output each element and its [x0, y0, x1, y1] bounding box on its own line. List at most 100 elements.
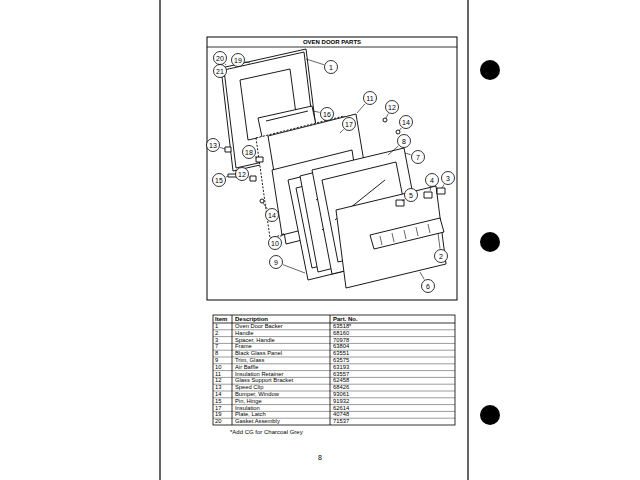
- callout-number: 6: [420, 282, 436, 291]
- callout-number: 14: [398, 118, 414, 127]
- speed-clip: [225, 147, 231, 152]
- table-cell: Trim, Glass: [235, 357, 264, 364]
- table-cell: 1: [215, 323, 218, 330]
- table-cell: Pin, Hinge: [235, 398, 262, 405]
- table-cell: Insulation: [235, 405, 260, 412]
- punch-hole: [480, 232, 500, 252]
- table-cell: 62458: [333, 377, 349, 384]
- diagram-title: OVEN DOOR PARTS: [207, 38, 457, 46]
- leader-line: [255, 157, 257, 159]
- table-cell: 40748: [333, 411, 349, 418]
- table-footnote: *Add CG for Charcoal Grey: [230, 428, 303, 436]
- table-cell: 17: [215, 405, 221, 412]
- handle-grip: [416, 227, 418, 236]
- parts-table: [213, 315, 455, 425]
- handle-spacer: [396, 200, 404, 206]
- leader-line: [263, 203, 268, 209]
- callout-number: 2: [433, 252, 449, 261]
- callout-number: 5: [403, 191, 419, 200]
- table-cell: Speed Clip: [235, 384, 263, 391]
- leader-line: [399, 128, 401, 131]
- leader-line: [405, 153, 411, 155]
- callout-number: 7: [410, 153, 426, 162]
- door-front-panel: [336, 186, 446, 288]
- table-cell: Air Baffle: [235, 364, 258, 371]
- table-column-rule: [330, 315, 331, 425]
- leader-line: [245, 62, 250, 63]
- leader-line: [420, 272, 424, 280]
- callout-number: 10: [267, 239, 283, 248]
- leader-line: [313, 111, 320, 112]
- handle-grip: [392, 233, 394, 242]
- leader-line: [388, 146, 398, 155]
- table-cell: Glass Support Bracket: [235, 377, 293, 384]
- callout-number: 15: [211, 176, 227, 185]
- table-header: Part. No.: [333, 316, 358, 323]
- latch-plate: [256, 157, 263, 162]
- leader-line: [340, 129, 344, 133]
- callout-number: 17: [341, 120, 357, 129]
- table-cell: 63804: [333, 343, 349, 350]
- bumper: [260, 199, 264, 203]
- leader-line: [430, 187, 432, 191]
- table-cell: 12: [215, 377, 221, 384]
- leader-line: [225, 64, 226, 65]
- leader-line: [402, 199, 405, 201]
- callout-number: 16: [319, 110, 335, 119]
- leader-line: [283, 265, 305, 273]
- callout-number: 13: [205, 141, 221, 150]
- table-cell: Plate, Latch: [235, 411, 266, 418]
- table-cell: 70978: [333, 337, 349, 344]
- table-cell: 3: [215, 337, 218, 344]
- table-cell: 19: [215, 411, 221, 418]
- table-cell: Frame: [235, 343, 252, 350]
- table-cell: 68426: [333, 384, 349, 391]
- punch-hole: [480, 60, 500, 80]
- callout-number: 18: [241, 148, 257, 157]
- table-cell: 8: [215, 350, 218, 357]
- handle: [370, 218, 444, 249]
- table-cell: Insulation Retainer: [235, 371, 283, 378]
- callout-number: 4: [424, 176, 440, 185]
- callout-number: 3: [440, 174, 456, 183]
- callout-number: 14: [264, 211, 280, 220]
- table-cell: 63575: [333, 357, 349, 364]
- page-border: [160, 0, 468, 480]
- table-cell: 62614: [333, 405, 349, 412]
- table-cell: 71537: [333, 418, 349, 425]
- page-number: 8: [312, 453, 328, 462]
- leader-line: [220, 147, 225, 149]
- table-cell: Black Glass Panel: [235, 350, 282, 357]
- callout-number: 21: [212, 67, 228, 76]
- window-edge: [266, 111, 308, 121]
- handle-spacer: [424, 192, 432, 198]
- table-cell: 10: [215, 364, 221, 371]
- handle-spacer: [437, 188, 445, 194]
- punch-hole: [480, 405, 500, 425]
- leader-line: [226, 176, 228, 177]
- table-cell: 15: [215, 398, 221, 405]
- table-cell: 63551: [333, 350, 349, 357]
- table-cell: 7: [215, 343, 218, 350]
- table-cell: Oven Door Backer: [235, 323, 283, 330]
- table-cell: 9: [215, 357, 218, 364]
- table-cell: 2: [215, 330, 218, 337]
- table-cell: 68160: [333, 330, 349, 337]
- table-cell: 13: [215, 384, 221, 391]
- table-cell: 63557: [333, 371, 349, 378]
- table-cell: 63193: [333, 364, 349, 371]
- callout-number: 12: [384, 103, 400, 112]
- callout-number: 12: [234, 170, 250, 179]
- leader-line: [280, 233, 284, 237]
- title-rule: [207, 47, 457, 48]
- handle-grip: [428, 224, 430, 233]
- leader-line: [442, 184, 444, 188]
- table-header: Item: [215, 316, 227, 323]
- leader-line: [306, 59, 324, 65]
- callout-number: 19: [230, 56, 246, 65]
- table-cell: Spacer, Handle: [235, 337, 275, 344]
- table-cell: 14: [215, 391, 221, 398]
- callout-number: 8: [396, 137, 412, 146]
